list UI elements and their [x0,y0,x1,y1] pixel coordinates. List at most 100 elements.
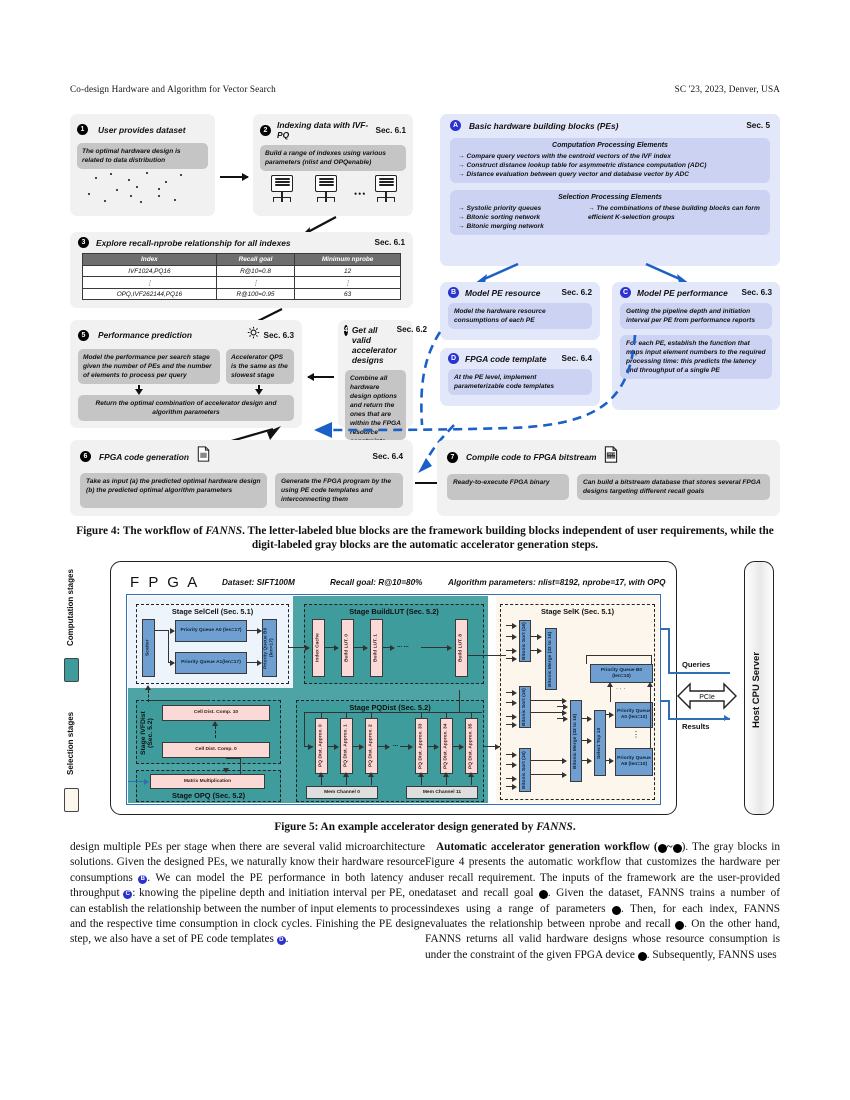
stage-buildlut [304,604,484,684]
pe-build-lut-1: Build LUT. 1 [370,619,383,677]
stage-ivfdist-title: Stage IVFDist (Sec. 5.2) [140,711,154,755]
step3-title: Explore recall-nprobe relationship for a… [96,237,291,248]
step4-sec: Sec. 6.2 [396,325,428,334]
gear-icon [247,326,260,344]
svg-text:10110: 10110 [608,452,617,456]
pe-priority-queue-b0: Priority Queue B0 (len=17) [262,619,277,677]
svg-text:PCIe: PCIe [699,694,715,701]
blockA-computation-pes: Computation Processing Elements → Compar… [450,138,770,183]
step3-badge: 3 [78,237,89,248]
pqdist-ellipsis: ... [393,742,399,748]
step5-sec: Sec. 6.3 [263,330,295,340]
pe-index-cache: Index Cache [312,619,325,677]
step7-title: Compile code to FPGA bitstream [466,452,597,462]
step4-badge: 4 [344,325,348,336]
dashed-feedback-path [314,334,637,438]
figure5-caption: Figure 5: An example accelerator design … [274,821,576,833]
svg-text:01001: 01001 [608,455,617,459]
table-row: IVF1024,PQ16 R@10=0.8 12 [82,265,401,277]
step6-badge: 6 [80,451,91,462]
pe-bitonic-merge-b: Bitonic Merge (32 to 16) [570,700,582,782]
stage-selcell-title: Stage SelCell (Sec. 5.1) [171,607,254,616]
blockC-badge: C [620,287,631,298]
legend-computation-stages-label: Computation stages [66,569,75,647]
arrow-blockA-blockC [645,262,690,284]
step7-note-right: Can build a bitstream database that stor… [577,474,770,500]
figure4-step2: 2 Indexing data with IVF-PQ Sec. 6.1 Bui… [253,114,413,216]
pe-pq-dist-approx-0: PQ Dist. Approx. 0 [315,718,328,774]
pe-priority-queue-b0-selk: Priority Queue B0 (len=10) [590,664,653,683]
blockA-badge: A [450,120,461,131]
pe-priority-queue-a1: Priority Queue A1(len=17) [175,652,247,674]
inline-badge-3: 3 [675,921,689,931]
stage-buildlut-title: Stage BuildLUT (Sec. 5.2) [349,607,439,616]
host-cpu-server-label: Host CPU Server [751,651,762,729]
body-column-right: Automatic accelerator generation workflo… [425,841,781,961]
inline-badge-b: B [138,874,148,884]
pcie-double-arrow-icon: PCIe [677,682,737,710]
blockA-title: Basic hardware building blocks (PEs) [469,120,619,131]
figure4-step5: 5 Performance prediction Sec. 6.3 Model … [70,320,302,428]
queries-label: Queries [682,660,711,669]
pe-bitonic-sort-16-c: Bitonic Sort (16) [519,748,531,792]
stage-selk-title: Stage SelK (Sec. 5.1) [540,607,615,616]
pe-matrix-multiplication: Matrix Multiplication [150,774,265,789]
document-icon [197,446,373,467]
inline-badge-c: C [123,890,133,900]
pe-build-lut-0: Build LUT. 0 [341,619,354,677]
step6-note-right: Generate the FPGA program by the using P… [275,473,403,508]
inline-badge-2: 2 [611,905,626,915]
blockC-note1: Getting the pipeline depth and initiatio… [620,303,772,329]
blockA-sel-item: Systolic priority queues [466,205,542,212]
figure4-blockB: B Model PE resource Sec. 6.2 Model the h… [440,282,600,340]
step4-note: Combine all hardware design options and … [345,370,406,445]
dashed-branch-blockD [420,331,442,426]
pe-pq-dist-approx-34: PQ Dist. Approx. 34 [440,718,453,774]
inline-badge-1a: 1 [657,844,672,853]
figure4-blockD: D FPGA code template Sec. 6.4 At the PE … [440,348,600,406]
blockA-sel-title: Selection Processing Elements [558,194,662,201]
figure4-step6: 6 FPGA code generation Sec. 6.4 Take as … [70,440,413,516]
body-column-left: design multiple PEs per stage when there… [70,841,426,946]
figure4-caption: Figure 4: The workflow of FANNS. The let… [76,525,774,551]
inline-badge-7: 7 [672,844,687,853]
step5-note-right: Accelerator QPS is the same as the slowe… [226,349,294,384]
arrow-step1-step2 [220,173,249,181]
table-row: ⋮ ⋮ ⋮ [82,276,401,289]
legend-computation-swatch [64,658,79,682]
inline-badge-1b: 1 [538,890,553,900]
step1-badge: 1 [77,123,88,135]
blockA-sel-note: The combinations of these building block… [588,205,760,221]
blockC-note2: For each PE, establish the function that… [620,335,772,379]
selk-vertical-ellipsis: ⋮ [632,730,640,739]
step5-note-bottom: Return the optimal combination of accele… [78,395,294,421]
inline-badge-4: 4 [637,951,652,961]
step2-note: Build a range of indexes using various p… [260,145,406,171]
inline-badge-d: D [276,936,286,946]
host-cpu-server [744,561,774,815]
legend-selection-swatch [64,788,79,812]
pe-bitonic-merge-a: Bitonic Merge (32 to 16) [545,628,557,690]
mem-channel-0: Mem Channel 0 [306,786,378,799]
step4-title: Get all valid accelerator designs [351,325,397,365]
fpga-dataset: Dataset: SIFT100M [222,578,295,587]
pe-bitonic-sort-16-a: Bitonic Sort (16) [519,620,531,662]
step2-index-servers: ••• [253,171,413,213]
step7-note-left: Ready-to-execute FPGA binary [447,474,569,500]
blockA-comp-item: Distance evaluation between query vector… [466,171,689,178]
figure4-blockC: C Model PE performance Sec. 6.3 Getting … [612,282,780,410]
step1-title: User provides dataset [98,125,186,135]
fpga-label: F P G A [130,574,200,591]
fpga-recall-goal: Recall goal: R@10=80% [330,578,423,587]
right-heading: Automatic accelerator generation workflo… [436,841,650,853]
recall-nprobe-table: Index Recall goal Minimum nprobe IVF1024… [82,253,401,300]
blockB-badge: B [448,287,459,298]
stage-selcell [136,604,289,684]
blockB-sec: Sec. 6.2 [561,288,593,297]
blockA-comp-title: Computation Processing Elements [552,142,668,149]
step6-sec: Sec. 6.4 [372,452,404,461]
dashed-path-to-step7 [418,424,455,473]
running-head-left: Co-design Hardware and Algorithm for Vec… [70,84,276,94]
blockC-title: Model PE performance [637,287,728,298]
